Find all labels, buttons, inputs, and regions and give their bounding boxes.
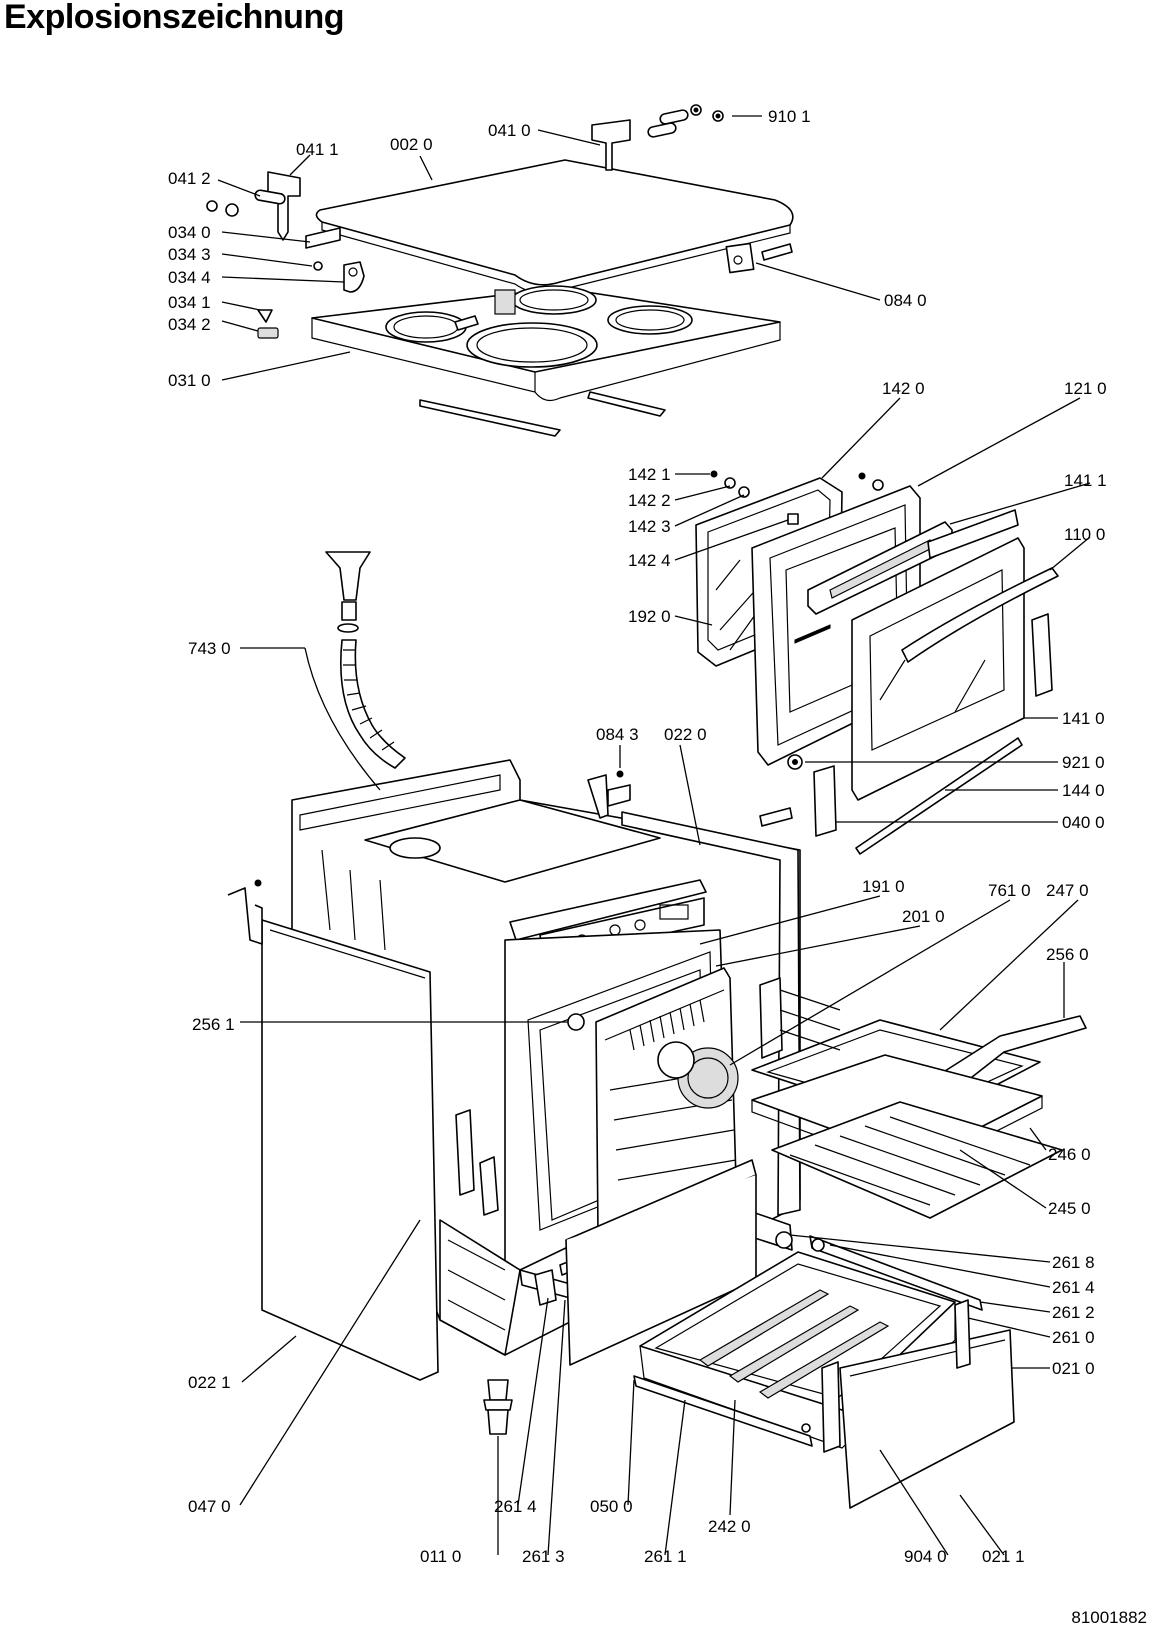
fasteners-0343-0344-0341-0342 [257, 261, 365, 339]
hose-7430 [325, 551, 406, 769]
label-2612: 261 2 [1052, 1303, 1095, 1322]
label-2010: 201 0 [902, 907, 945, 926]
label-2614b: 261 4 [494, 1497, 537, 1516]
label-2561: 256 1 [192, 1015, 235, 1034]
hinge-0410 [591, 104, 724, 171]
label-1210: 121 0 [1064, 379, 1107, 398]
drawer-slide-2611 [633, 1375, 813, 1447]
label-0412: 041 2 [168, 169, 211, 188]
label-0340: 034 0 [168, 223, 211, 242]
hinge-0411-0412 [206, 171, 341, 249]
label-1423: 142 3 [628, 517, 671, 536]
label-2560: 256 0 [1046, 945, 1089, 964]
leader-lines [217, 115, 1091, 1556]
oven-liner-2010 [595, 967, 739, 1241]
label-1411: 141 1 [1064, 471, 1107, 490]
label-2470: 247 0 [1046, 881, 1089, 900]
label-2618: 261 8 [1052, 1253, 1095, 1272]
label-0211: 021 1 [982, 1547, 1025, 1566]
cooktop-lid-0020 [315, 159, 794, 294]
label-0840: 084 0 [884, 291, 927, 310]
label-0341: 034 1 [168, 293, 211, 312]
drawer-front-0500 [565, 1159, 757, 1366]
label-2614a: 261 4 [1052, 1278, 1095, 1297]
side-panel-0221 [261, 919, 439, 1381]
label-1100: 110 0 [1064, 525, 1105, 544]
label-0210: 021 0 [1052, 1359, 1095, 1378]
label-0020: 002 0 [390, 135, 433, 154]
label-2610: 261 0 [1052, 1328, 1095, 1347]
label-1424: 142 4 [628, 551, 671, 570]
label-9040: 904 0 [904, 1547, 947, 1566]
drawer-panel-0210 [801, 1299, 1015, 1509]
label-9210: 921 0 [1062, 753, 1105, 772]
foot-0110 [483, 1379, 513, 1435]
label-9101: 910 1 [768, 107, 811, 126]
page-title: Explosionszeichnung [4, 0, 344, 36]
label-2420: 242 0 [708, 1517, 751, 1536]
hob-0310 [311, 285, 781, 437]
label-0410: 041 0 [488, 121, 531, 140]
label-1421: 142 1 [628, 465, 671, 484]
brackets-0843-0470 [227, 770, 631, 1216]
document-number: 81001882 [1071, 1608, 1147, 1627]
label-0400: 040 0 [1062, 813, 1105, 832]
door-screws-1421-1424 [710, 470, 884, 525]
door-outer-1410 [851, 537, 1059, 801]
door-hinge-1440-0400 [759, 613, 1053, 855]
label-0221: 022 1 [188, 1373, 231, 1392]
label-2611: 261 1 [644, 1547, 687, 1566]
grill-2450 [771, 1101, 1063, 1219]
label-1920: 192 0 [628, 607, 671, 626]
label-1422: 142 2 [628, 491, 671, 510]
label-0344: 034 4 [168, 268, 211, 287]
clamp-0840 [725, 242, 793, 274]
label-1440: 144 0 [1062, 781, 1105, 800]
label-0470: 047 0 [188, 1497, 231, 1516]
label-1410: 141 0 [1062, 709, 1105, 728]
label-0500: 050 0 [590, 1497, 633, 1516]
label-0220: 022 0 [664, 725, 707, 744]
label-1910: 191 0 [862, 877, 905, 896]
label-2613: 261 3 [522, 1547, 565, 1566]
door-insulation-1411 [807, 509, 1019, 615]
label-2450: 245 0 [1048, 1199, 1091, 1218]
label-0110: 011 0 [420, 1547, 461, 1566]
label-0411: 041 1 [296, 140, 339, 159]
label-2460: 246 0 [1048, 1145, 1091, 1164]
label-0843: 084 3 [596, 725, 639, 744]
part-labels: 041 1 002 0 041 0 910 1 041 2 034 0 034 … [168, 107, 1107, 1566]
label-0342: 034 2 [168, 315, 211, 334]
label-7430: 743 0 [188, 639, 231, 658]
label-0343: 034 3 [168, 245, 211, 264]
label-1420: 142 0 [882, 379, 925, 398]
label-7610: 761 0 [988, 881, 1031, 900]
label-0310: 031 0 [168, 371, 211, 390]
